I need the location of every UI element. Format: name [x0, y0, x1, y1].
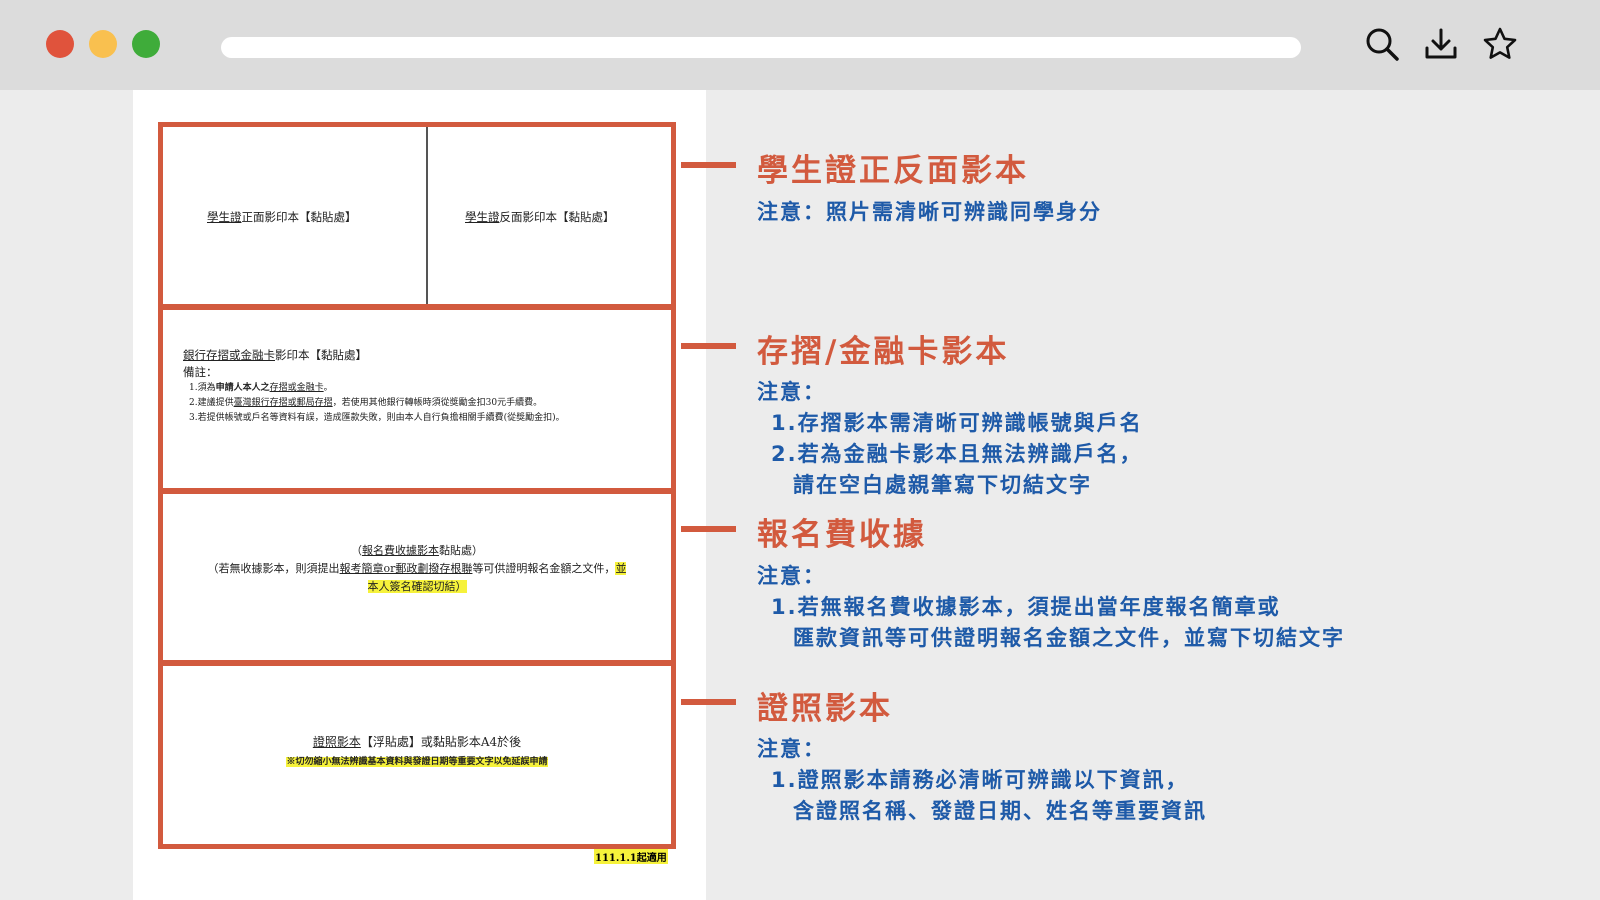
connector-line [681, 526, 736, 532]
star-icon[interactable] [1482, 26, 1518, 62]
divider [426, 127, 428, 304]
fee-receipt-box: （報名費收據影本黏貼處） （若無收據影本，則須提出報考簡章or郵政劃撥存根聯等可… [158, 489, 676, 665]
annotation-heading-fee-receipt: 報名費收據 [757, 517, 927, 553]
fee-receipt-text: （報名費收據影本黏貼處） （若無收據影本，則須提出報考簡章or郵政劃撥存根聯等可… [207, 544, 627, 593]
bank-book-box: 銀行存摺或金融卡影印本【黏貼處】 備註： 1.須為申請人本人之存摺或金融卡。 2… [158, 305, 676, 493]
student-id-front-label: 學生證正面影印本【黏貼處】 [207, 210, 357, 224]
maximize-window-button[interactable] [132, 30, 160, 58]
bank-book-text: 銀行存摺或金融卡影印本【黏貼處】 備註： 1.須為申請人本人之存摺或金融卡。 2… [183, 348, 565, 423]
search-icon[interactable] [1364, 26, 1400, 62]
connector-line [681, 162, 736, 168]
minimize-window-button[interactable] [89, 30, 117, 58]
annotation-note-license: 注意： 1.證照影本請務必清晰可辨識以下資訊， 含證照名稱、發證日期、姓名等重要… [757, 737, 1207, 823]
address-bar[interactable] [221, 37, 1301, 58]
browser-toolbar [0, 0, 1600, 90]
student-id-box: 學生證正面影印本【黏貼處】 學生證反面影印本【黏貼處】 [158, 122, 676, 309]
effective-date-stamp: 111.1.1起適用 [594, 849, 668, 864]
annotation-note-student-id: 注意：照片需清晰可辨識同學身分 [757, 200, 1102, 224]
annotation-heading-bank-book: 存摺/金融卡影本 [757, 334, 1010, 370]
annotation-heading-license: 證照影本 [757, 691, 893, 727]
connector-line [681, 343, 736, 349]
close-window-button[interactable] [46, 30, 74, 58]
annotation-note-fee-receipt: 注意： 1.若無報名費收據影本，須提出當年度報名簡章或 匯款資訊等可供證明報名金… [757, 564, 1345, 650]
student-id-back-label: 學生證反面影印本【黏貼處】 [465, 210, 615, 224]
annotation-heading-student-id: 學生證正反面影本 [757, 153, 1029, 189]
connector-line [681, 699, 736, 705]
annotation-note-bank-book: 注意： 1.存摺影本需清晰可辨識帳號與戶名 2.若為金融卡影本且無法辨識戶名， … [757, 380, 1143, 497]
license-copy-text: 證照影本【浮貼處】或黏貼影本A4於後 ※切勿縮小無法辨識基本資料與發證日期等重要… [286, 735, 548, 767]
download-icon[interactable] [1423, 26, 1459, 62]
license-copy-box: 證照影本【浮貼處】或黏貼影本A4於後 ※切勿縮小無法辨識基本資料與發證日期等重要… [158, 661, 676, 849]
